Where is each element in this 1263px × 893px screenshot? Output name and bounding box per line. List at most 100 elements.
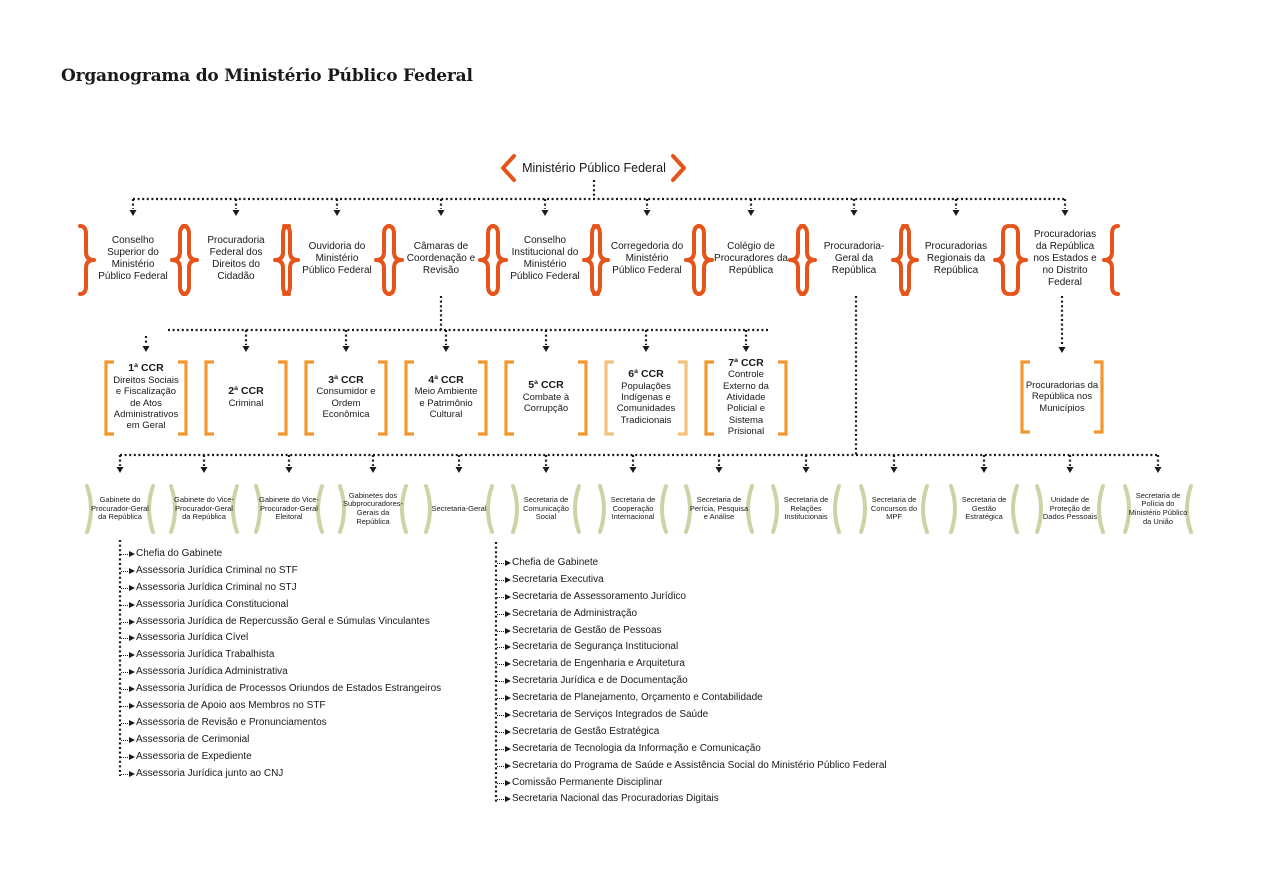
brace-icon bbox=[592, 224, 610, 296]
parenthesis-icon bbox=[1035, 484, 1043, 534]
arrow-down-icon bbox=[333, 210, 341, 216]
list-item: Assessoria Jurídica Trabalhista bbox=[118, 647, 441, 664]
root-node: Ministério Público Federal bbox=[522, 161, 666, 175]
bracket-icon bbox=[304, 360, 314, 436]
pgr-unit-node: Gabinete do Vice-Procurador-Geral da Rep… bbox=[174, 495, 234, 522]
bracket-icon bbox=[778, 360, 788, 436]
list-item: Secretaria Nacional das Procuradorias Di… bbox=[494, 791, 887, 808]
brace-icon bbox=[696, 224, 714, 296]
bracket-icon bbox=[204, 360, 214, 436]
parenthesis-icon bbox=[573, 484, 581, 534]
page-title: Organograma do Ministério Público Federa… bbox=[61, 66, 473, 86]
chevron-right-icon bbox=[671, 154, 686, 182]
parenthesis-icon bbox=[660, 484, 668, 534]
list-item: Assessoria de Apoio aos Membros no STF bbox=[118, 698, 441, 715]
brace-icon bbox=[273, 224, 291, 296]
arrow-down-icon bbox=[1061, 210, 1069, 216]
parenthesis-icon bbox=[511, 484, 519, 534]
list-item: Secretaria Executiva bbox=[494, 572, 887, 589]
level1-node: Colégio de Procuradores da República bbox=[714, 241, 788, 276]
arrow-down-icon bbox=[980, 467, 988, 473]
arrow-down-icon bbox=[952, 210, 960, 216]
list-item: Assessoria Jurídica junto ao CNJ bbox=[118, 766, 441, 783]
pgr-unit-node: Secretaria de Comunicação Social bbox=[523, 495, 569, 522]
parenthesis-icon bbox=[254, 484, 262, 534]
bracket-icon bbox=[1020, 360, 1030, 434]
pgr-unit-node: Secretaria de Concursos do MPF bbox=[870, 495, 918, 522]
level1-node: Ouvidoria do Ministério Público Federal bbox=[302, 241, 372, 276]
list-item: Assessoria Jurídica Administrativa bbox=[118, 664, 441, 681]
brace-icon bbox=[490, 224, 508, 296]
brace-icon bbox=[181, 224, 199, 296]
pgr-unit-node: Secretaria-Geral bbox=[431, 503, 487, 513]
arrow-down-icon bbox=[715, 467, 723, 473]
arrow-down-icon bbox=[369, 467, 377, 473]
level1-node: Procuradorias Regionais da República bbox=[924, 241, 988, 276]
brace-icon bbox=[1102, 224, 1120, 296]
bracket-icon bbox=[1094, 360, 1104, 434]
arrow-down-icon bbox=[455, 467, 463, 473]
bracket-icon bbox=[678, 360, 688, 436]
arrow-down-icon bbox=[242, 346, 250, 352]
parenthesis-icon bbox=[1097, 484, 1105, 534]
arrow-down-icon bbox=[285, 467, 293, 473]
brace-icon bbox=[799, 224, 817, 296]
brace-icon bbox=[788, 224, 806, 296]
brace-icon bbox=[374, 224, 392, 296]
list-item: Secretaria Jurídica e de Documentação bbox=[494, 673, 887, 690]
bracket-icon bbox=[504, 360, 514, 436]
arrow-down-icon bbox=[1154, 467, 1162, 473]
bracket-icon bbox=[278, 360, 288, 436]
ccr-name: Meio Ambiente e Patrimônio Cultural bbox=[414, 386, 478, 420]
arrow-down-icon bbox=[442, 346, 450, 352]
arrow-down-icon bbox=[802, 467, 810, 473]
brace-icon bbox=[170, 224, 188, 296]
parenthesis-icon bbox=[833, 484, 841, 534]
ccr-code: 3ª CCR bbox=[328, 373, 364, 386]
ccr-code: 6ª CCR bbox=[628, 367, 664, 380]
parenthesis-icon bbox=[598, 484, 606, 534]
list-item: Comissão Permanente Disciplinar bbox=[494, 775, 887, 792]
parenthesis-icon bbox=[949, 484, 957, 534]
parenthesis-icon bbox=[859, 484, 867, 534]
parenthesis-icon bbox=[921, 484, 929, 534]
parenthesis-icon bbox=[1011, 484, 1019, 534]
arrow-down-icon bbox=[1058, 347, 1066, 353]
list-item: Assessoria Jurídica Criminal no STF bbox=[118, 563, 441, 580]
parenthesis-icon bbox=[231, 484, 239, 534]
parenthesis-icon bbox=[1123, 484, 1131, 534]
brace-icon bbox=[891, 224, 909, 296]
brace-icon bbox=[582, 224, 600, 296]
bracket-icon bbox=[104, 360, 114, 436]
bracket-icon bbox=[578, 360, 588, 436]
parenthesis-icon bbox=[147, 484, 155, 534]
ccr-name: Consumidor e Ordem Econômica bbox=[316, 386, 376, 420]
municipios-node: Procuradorias da República nos Município… bbox=[1025, 379, 1099, 414]
bracket-icon bbox=[704, 360, 714, 436]
list-item: Secretaria de Planejamento, Orçamento e … bbox=[494, 690, 887, 707]
brace-icon bbox=[684, 224, 702, 296]
bracket-icon bbox=[604, 360, 614, 436]
chevron-left-icon bbox=[501, 154, 516, 182]
ccr-code: 2ª CCR bbox=[228, 385, 264, 397]
pgr-unit-node: Secretaria de Perícia, Pesquisa e Anális… bbox=[689, 495, 749, 522]
arrow-down-icon bbox=[890, 467, 898, 473]
arrow-down-icon bbox=[747, 210, 755, 216]
pgr-unit-node: Secretaria de Polícia do Ministério Públ… bbox=[1128, 490, 1188, 526]
list-item: Secretaria de Assessoramento Jurídico bbox=[494, 589, 887, 606]
list-item: Assessoria Jurídica Constitucional bbox=[118, 597, 441, 614]
list-item: Secretaria de Gestão Estratégica bbox=[494, 724, 887, 741]
list-item: Assessoria Jurídica de Processos Oriundo… bbox=[118, 681, 441, 698]
arrow-down-icon bbox=[116, 467, 124, 473]
arrow-down-icon bbox=[437, 210, 445, 216]
level1-node: Conselho Superior do Ministério Público … bbox=[98, 235, 168, 282]
ccr-code: 1ª CCR bbox=[128, 362, 164, 375]
ccr-name: Direitos Sociais e Fiscalização de Atos … bbox=[113, 374, 179, 432]
bracket-icon bbox=[178, 360, 188, 436]
brace-icon bbox=[282, 224, 300, 296]
